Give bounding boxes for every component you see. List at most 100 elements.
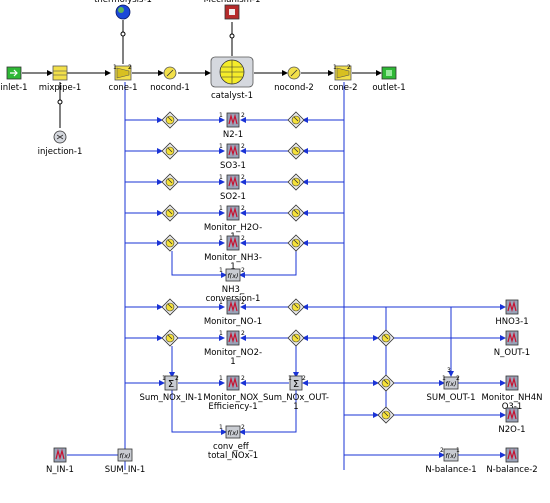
valve-icon[interactable] <box>161 111 179 129</box>
port-number: 1 <box>288 375 292 382</box>
block-label: N_OUT-1 <box>494 348 530 358</box>
svg-text:Σ: Σ <box>293 379 299 390</box>
block-label: N_IN-1 <box>46 465 74 475</box>
block-nh3conv[interactable]: f(x)NH3_conversion-1 <box>206 268 261 304</box>
block-label: nocond-2 <box>274 83 314 93</box>
port-number: 2 <box>241 143 245 150</box>
block-n2o[interactable]: N2O-1 <box>498 407 526 435</box>
block-mnh3[interactable]: Monitor_NH3-1 <box>204 235 262 272</box>
block-hno3[interactable]: HNO3-1 <box>495 299 529 327</box>
valve-icon[interactable] <box>287 142 305 160</box>
monitor-icon <box>505 330 519 346</box>
valve-icon[interactable] <box>287 298 305 316</box>
block-label: Monitor_NO-1 <box>204 317 262 327</box>
block-nin[interactable]: N_IN-1 <box>46 447 74 475</box>
block-cone1[interactable]: cone-1 <box>109 65 138 93</box>
port-number: 2 <box>241 205 245 212</box>
port-number: 2 <box>302 375 306 382</box>
block-label: SUM_IN-1 <box>105 465 146 475</box>
valve-icon[interactable] <box>161 173 179 191</box>
port-number: 2 <box>241 424 245 431</box>
sum-icon: Σ <box>289 375 303 391</box>
block-nocond2[interactable]: nocond-2 <box>274 66 314 93</box>
monitor-icon <box>226 205 240 221</box>
block-label: SO2-1 <box>220 192 246 202</box>
port-number: 1 <box>219 299 223 306</box>
monitor-icon <box>53 447 67 463</box>
port-number: 1 <box>219 205 223 212</box>
port-number: 2 <box>241 267 245 274</box>
function-icon: f(x) <box>117 448 133 462</box>
svg-text:Σ: Σ <box>168 379 174 390</box>
valve-icon[interactable] <box>377 329 395 347</box>
outlet-icon <box>381 66 397 80</box>
valve-icon[interactable] <box>287 234 305 252</box>
port-number: 1 <box>219 143 223 150</box>
signal-bus-connections <box>67 82 506 470</box>
port-number: 1 <box>113 64 117 71</box>
block-inlet[interactable]: inlet-1 <box>0 66 28 93</box>
block-label: cone-2 <box>329 83 358 93</box>
valve-icon[interactable] <box>287 173 305 191</box>
block-injection[interactable]: injection-1 <box>38 130 83 157</box>
valve-icon[interactable] <box>161 204 179 222</box>
valve-icon[interactable] <box>161 234 179 252</box>
red-square-icon <box>224 4 240 20</box>
block-label: injection-1 <box>38 147 83 157</box>
monitor-icon <box>505 375 519 391</box>
valve-icon[interactable] <box>161 329 179 347</box>
block-nbal2[interactable]: N-balance-2 <box>486 447 538 475</box>
block-nocond1[interactable]: nocond-1 <box>150 66 190 93</box>
block-so2[interactable]: SO2-1 <box>220 174 246 202</box>
port-number: 2 <box>440 447 444 454</box>
monitor-icon <box>226 375 240 391</box>
valve-icon[interactable] <box>287 111 305 129</box>
valve-icon[interactable] <box>377 374 395 392</box>
block-so3[interactable]: SO3-1 <box>220 143 246 171</box>
block-nout[interactable]: N_OUT-1 <box>494 330 530 358</box>
block-label: SCR_Mechanism-1 <box>204 0 261 5</box>
block-sumout[interactable]: f(x)SUM_OUT-1 <box>427 376 476 403</box>
block-mno[interactable]: Monitor_NO-1 <box>204 299 262 327</box>
block-label: N-balance-2 <box>486 465 537 475</box>
block-outlet[interactable]: outlet-1 <box>372 66 406 93</box>
block-label: SUM_OUT-1 <box>427 393 476 403</box>
block-hydrolysis[interactable]: hydrolysis_thermolysis-1 <box>94 0 152 20</box>
block-catalyst[interactable]: catalyst-1 <box>210 56 254 101</box>
port-number: 1 <box>219 174 223 181</box>
monitor-icon <box>226 112 240 128</box>
port-number: 2 <box>241 235 245 242</box>
block-scr[interactable]: SCR_Mechanism-1 <box>204 0 261 20</box>
port-number: 2 <box>241 330 245 337</box>
cone-icon <box>114 65 132 81</box>
port-number: 2 <box>175 375 179 382</box>
valve-icon[interactable] <box>287 204 305 222</box>
sum-icon: Σ <box>164 375 178 391</box>
valve-icon[interactable] <box>287 329 305 347</box>
block-mixpipe[interactable]: mixpipe-1 <box>39 65 82 93</box>
block-conveff[interactable]: f(x)conv_eff_total_NOx-1 <box>208 425 258 461</box>
port-number: 1 <box>456 447 460 454</box>
block-nbal1[interactable]: f(x)N-balance-1 <box>425 448 477 475</box>
valve-icon[interactable] <box>161 142 179 160</box>
valve-icon[interactable] <box>161 298 179 316</box>
block-n2[interactable]: N2-1 <box>223 112 243 140</box>
catalyst-icon <box>210 56 254 88</box>
valve-icon[interactable] <box>377 406 395 424</box>
block-mno2[interactable]: Monitor_NO2-1 <box>204 330 262 367</box>
port-number: 1 <box>219 424 223 431</box>
monitor-icon <box>226 299 240 315</box>
block-label: N-balance-1 <box>425 465 476 475</box>
monitor-icon <box>226 143 240 159</box>
block-sumin[interactable]: f(x) SUM_IN-1 <box>105 448 146 475</box>
block-mnoxeff[interactable]: Monitor_NOX_Efficiency-1 <box>203 375 263 412</box>
block-label: Monitor_NOX_Efficiency-1 <box>203 393 263 412</box>
block-cone2[interactable]: cone-2 <box>329 65 358 93</box>
mixpipe-icon <box>52 65 68 81</box>
function-icon: f(x) <box>225 268 241 282</box>
block-label: inlet-1 <box>0 83 27 93</box>
